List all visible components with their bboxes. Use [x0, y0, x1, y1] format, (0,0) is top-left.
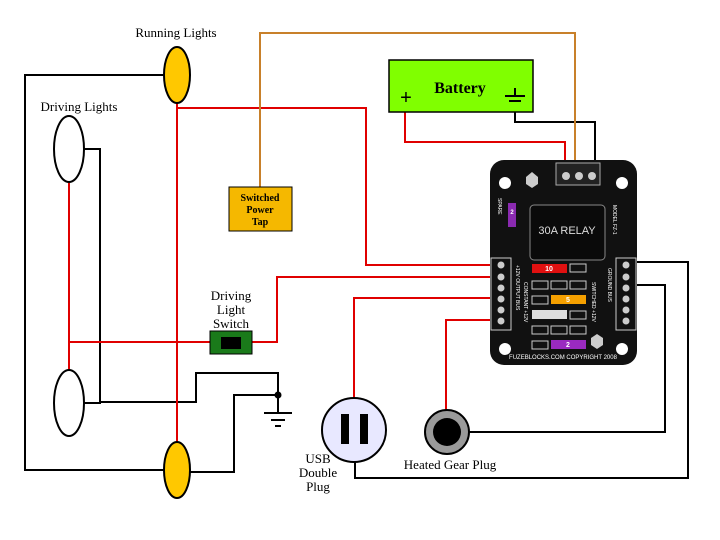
switch-rocker[interactable] [221, 337, 241, 349]
usb-power-wire [353, 297, 505, 398]
usb-double-plug [321, 397, 387, 463]
battery-negative-wire [514, 105, 596, 172]
heated-gear-socket [433, 418, 461, 446]
usb-label-1: USB [305, 451, 331, 466]
switch-label-3: Switch [213, 316, 250, 331]
ground-symbol-icon [264, 412, 292, 427]
copyright-label: FUZEBLOCKS.COM COPYRIGHT 2008 [509, 355, 618, 361]
running-lights-output-wire [177, 107, 505, 266]
driving-lights-label: Driving Lights [41, 99, 118, 114]
usb-port-right [360, 414, 368, 444]
heated-gear-ground-wire [468, 284, 666, 433]
running-ground-wire [190, 394, 279, 473]
switch-label-1: Driving [211, 288, 252, 303]
fuse-2-label: 2 [566, 342, 570, 349]
relay-label: 30A RELAY [538, 225, 596, 237]
ground-junction [274, 391, 282, 399]
driving-lights-ground-wire [84, 148, 101, 404]
usb-ground-wire [354, 261, 689, 479]
switch-output-wire [252, 276, 505, 343]
switch-label-2: Light [217, 302, 246, 317]
fuse-2 [551, 340, 586, 349]
fuse-5-label: 5 [566, 297, 570, 304]
driving-light-bottom [53, 369, 85, 437]
fuse-10 [532, 264, 567, 273]
power-wires [68, 100, 566, 442]
driving-light-top [53, 115, 85, 183]
fuse-5 [551, 295, 586, 304]
constant-label: CONSTANT +12V [522, 282, 528, 323]
usb-label-2: Double [299, 465, 338, 480]
running-lights-label: Running Lights [135, 25, 216, 40]
running-light-top [163, 46, 191, 104]
fuse-clear [532, 310, 567, 319]
fuse-block-board: 30A RELAY MODEL FZ-1 SPARE +12V OUTPUT B… [490, 160, 637, 365]
spare-label: SPARE [496, 198, 502, 215]
heated-gear-power-wire [445, 319, 505, 410]
usb-port-left [341, 414, 349, 444]
fuse-10-label: 10 [545, 266, 553, 273]
heated-gear-label: Heated Gear Plug [404, 457, 497, 472]
battery-label: Battery [434, 80, 486, 97]
ground-wires [24, 74, 689, 479]
ground-bus-label: GROUND BUS [606, 268, 612, 303]
usb-label-3: Plug [306, 479, 330, 494]
model-label: MODEL FZ-1 [611, 205, 617, 235]
tap-label-1: Switched [241, 193, 280, 204]
switched-tap-wire [259, 32, 576, 187]
running-light-bottom [163, 441, 191, 499]
spare-fuse-label: 2 [510, 210, 514, 216]
switched-power-tap [228, 186, 293, 232]
tap-label-3: Tap [252, 217, 269, 228]
output-bus-label: +12V OUTPUT BUS [514, 265, 520, 311]
driving-ground-wire [100, 372, 279, 403]
tap-label-2: Power [246, 205, 274, 216]
battery-positive-wire [404, 112, 566, 172]
battery-minus-icon [505, 88, 525, 102]
battery-plus-icon: + [400, 87, 412, 109]
switched-label: SWITCHED +12V [590, 282, 596, 323]
running-lights-ground-wire [24, 74, 165, 471]
battery [388, 59, 534, 113]
